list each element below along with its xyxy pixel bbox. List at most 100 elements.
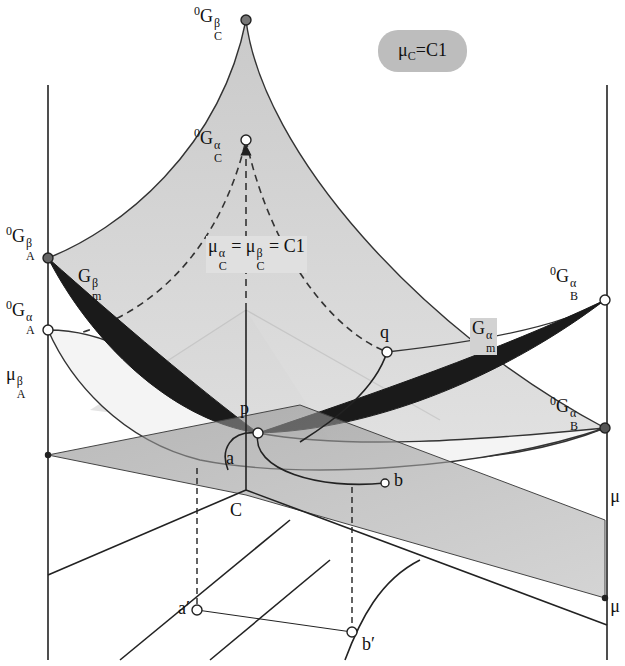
pure-gibbs-energy: 0GBα xyxy=(548,266,580,303)
text-part: G xyxy=(12,226,25,246)
text-part: μ xyxy=(208,236,218,256)
index-char: C xyxy=(219,260,227,273)
chemical-potential-arrow xyxy=(245,150,247,310)
illustration-part xyxy=(351,487,352,627)
index-char: α xyxy=(570,407,578,420)
index-char: α xyxy=(219,247,227,260)
illustration-part xyxy=(48,405,605,598)
illustration-part xyxy=(253,428,263,438)
text-part: a′ xyxy=(178,598,190,618)
illustration-part xyxy=(246,140,387,352)
text-part: 0 xyxy=(194,126,200,140)
index-stack: Bα xyxy=(570,277,578,302)
text-part: =C1 xyxy=(416,40,447,60)
index-char: m xyxy=(486,342,495,355)
surface-label: Gmβ xyxy=(76,266,103,303)
illustration-part xyxy=(606,85,608,660)
pure-gibbs-energy: 0GAβ xyxy=(4,226,37,263)
illustration-part xyxy=(241,135,251,145)
text-part: = μ xyxy=(227,236,256,256)
text-part: p xyxy=(240,398,249,418)
projection-point: a′ xyxy=(176,598,192,620)
index-stack: Cα xyxy=(214,139,222,164)
index-char: A xyxy=(17,388,26,401)
text-part: G xyxy=(556,396,569,416)
index-char: β xyxy=(26,237,35,250)
illustration-part xyxy=(43,325,53,335)
index-char: A xyxy=(26,324,35,337)
projection-point: b′ xyxy=(360,634,377,656)
index-stack: Aβ xyxy=(26,237,35,262)
illustration-part xyxy=(210,560,330,660)
pure-gibbs-energy: 0GCβ xyxy=(192,6,224,43)
illustration-part xyxy=(257,433,385,484)
pure-gibbs-energy: 0GCα xyxy=(192,128,224,165)
index-char: α xyxy=(486,329,495,342)
illustration-part xyxy=(197,610,352,632)
text-part: G xyxy=(200,6,213,26)
index-char: β xyxy=(92,277,101,290)
dark-intersection-bands xyxy=(48,258,605,433)
illustration-part xyxy=(192,605,202,615)
axis-label: μ xyxy=(608,486,622,508)
text-part: q xyxy=(380,322,389,342)
index-char: β xyxy=(214,17,222,30)
text-part: = C1 xyxy=(265,236,305,256)
pure-gibbs-energy: 0GBα xyxy=(548,396,580,433)
text-part: μ xyxy=(398,40,408,60)
illustration-part xyxy=(120,520,290,660)
text-part: 0 xyxy=(6,298,12,312)
index-stack: mα xyxy=(486,329,495,354)
text-part: b′ xyxy=(362,634,375,654)
illustration-part xyxy=(48,490,246,575)
illustration-part xyxy=(241,15,251,25)
index-char: α xyxy=(26,311,35,324)
condition-box: μC=C1 xyxy=(378,30,467,72)
illustration-part xyxy=(46,453,51,458)
illustration-part xyxy=(600,295,610,305)
illustration-part xyxy=(43,253,53,263)
vertex-label: C xyxy=(228,500,244,522)
illustration-part xyxy=(196,468,197,605)
index-char: m xyxy=(92,290,101,303)
text-part: 0 xyxy=(550,264,556,278)
text-part: C xyxy=(230,500,242,520)
illustration-part xyxy=(246,490,607,625)
index-stack: Aα xyxy=(26,311,35,336)
text-part: C xyxy=(408,49,416,63)
condition-text: μC=C1 xyxy=(398,40,447,62)
index-stack: Aβ xyxy=(17,375,26,400)
index-char: α xyxy=(570,277,578,290)
illustration-part xyxy=(345,560,420,660)
axis-label: μ xyxy=(608,596,622,618)
text-part: G xyxy=(556,266,569,286)
index-char: C xyxy=(214,152,222,165)
point-label: b xyxy=(392,470,405,492)
tangent-plane xyxy=(48,405,605,598)
index-stack: Cα xyxy=(219,247,227,272)
illustration-part xyxy=(48,258,258,433)
text-part: μ xyxy=(6,364,16,384)
index-char: β xyxy=(256,247,264,260)
point-label: q xyxy=(378,322,391,344)
projection-lines xyxy=(197,468,352,627)
index-char: C xyxy=(256,260,264,273)
index-stack: Cβ xyxy=(214,17,222,42)
point-label: p xyxy=(238,398,251,420)
illustration-part xyxy=(300,352,387,442)
text-part: G xyxy=(78,266,91,286)
text-part: G xyxy=(472,318,485,338)
equal-potential-label: μCα = μCβ = C1 xyxy=(206,236,307,273)
point-label: a xyxy=(224,448,236,470)
text-part: b xyxy=(394,470,403,490)
pure-gibbs-energy: 0GAα xyxy=(4,300,37,337)
index-stack: mβ xyxy=(92,277,101,302)
index-stack: Bα xyxy=(570,407,578,432)
illustration-part xyxy=(603,596,608,601)
text-part: 0 xyxy=(6,224,12,238)
index-char: β xyxy=(17,375,26,388)
illustration-part xyxy=(225,433,258,470)
text-part: G xyxy=(12,300,25,320)
